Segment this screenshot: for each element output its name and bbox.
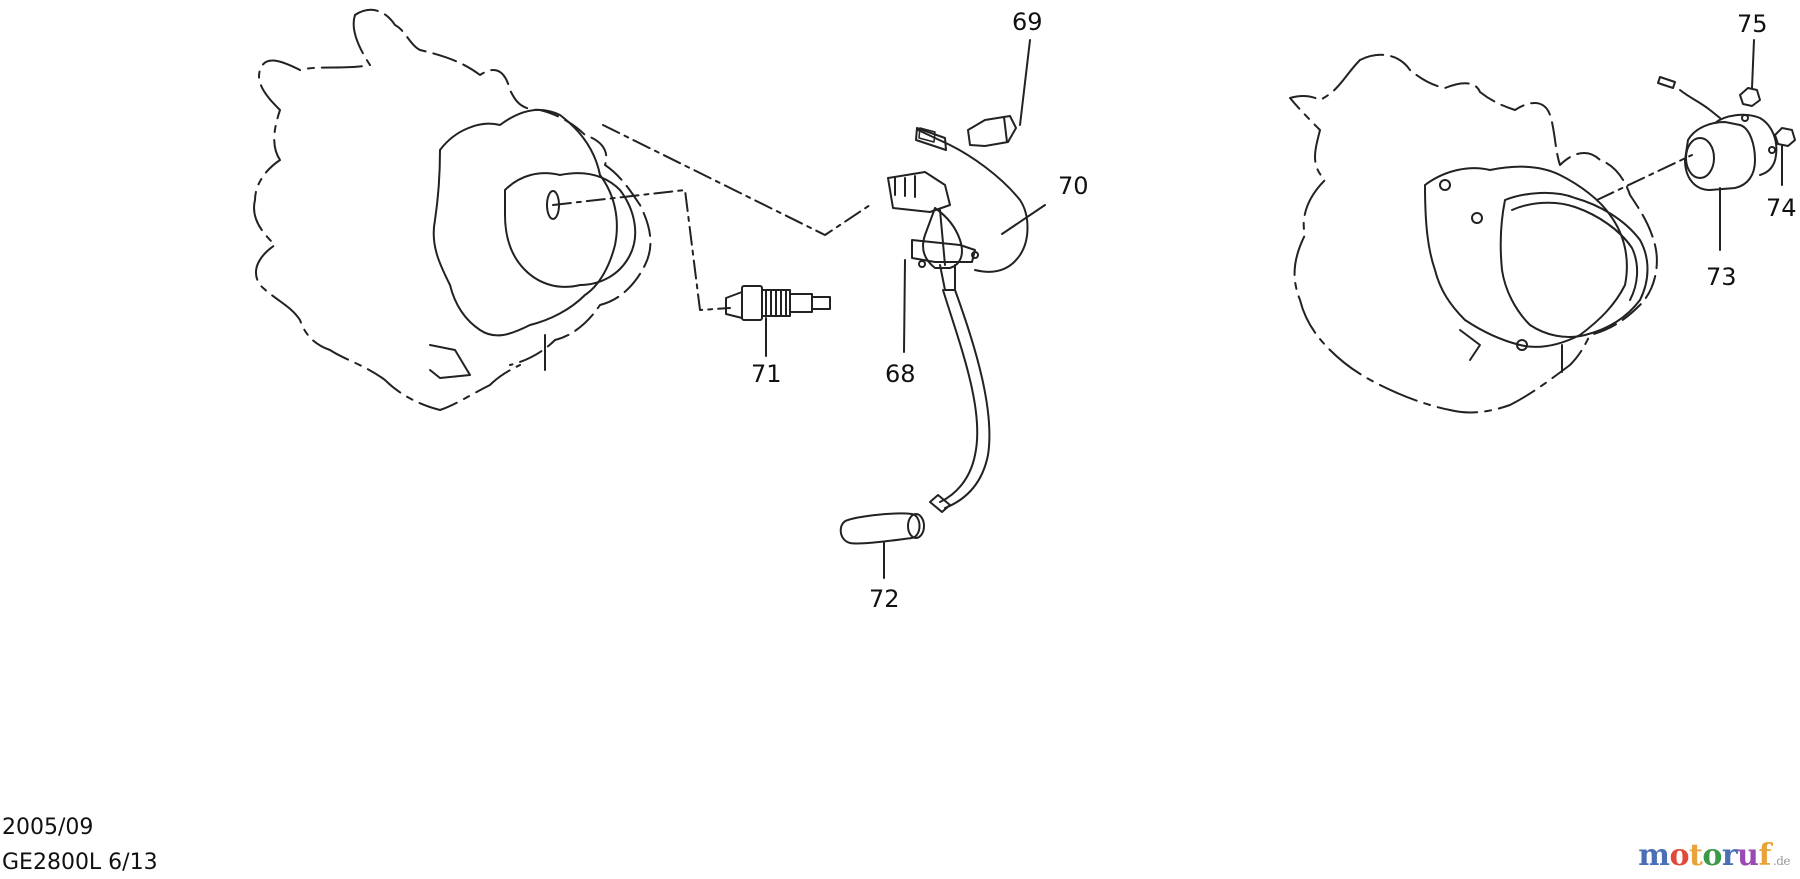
right-engine-outline — [1289, 53, 1658, 414]
part-label-68: 68 — [885, 360, 916, 388]
footer-date: 2005/09 — [2, 815, 94, 840]
logo-letter: t — [1688, 838, 1703, 873]
spark-plug — [725, 285, 831, 357]
part-label-75: 75 — [1737, 10, 1768, 38]
logo-letter: r — [1721, 838, 1738, 873]
left-engine-outline — [253, 8, 652, 411]
logo-letter: f — [1758, 838, 1771, 873]
leader-line-right — [1596, 154, 1693, 201]
spark-plug-cap — [839, 512, 925, 579]
motoruf-logo: motoruf.de — [1638, 838, 1790, 873]
part-label-73: 73 — [1706, 263, 1737, 291]
part-label-70: 70 — [1058, 172, 1089, 200]
footer-model: GE2800L 6/13 — [2, 850, 158, 875]
screw-75 — [1739, 39, 1761, 107]
logo-letter: o — [1702, 838, 1722, 873]
logo-letter: m — [1638, 838, 1670, 873]
logo-letter: u — [1737, 838, 1759, 873]
part-label-74: 74 — [1766, 194, 1797, 222]
coil-bolt — [918, 39, 1031, 147]
screw-74 — [1774, 127, 1796, 186]
stop-switch — [1657, 76, 1778, 251]
leader-lines-left — [552, 124, 871, 311]
stop-wire — [915, 127, 1046, 273]
part-label-69: 69 — [1012, 8, 1043, 36]
part-label-72: 72 — [869, 585, 900, 613]
logo-letter: o — [1669, 838, 1689, 873]
ignition-coil — [887, 171, 991, 513]
part-label-71: 71 — [751, 360, 782, 388]
logo-tld: .de — [1772, 854, 1791, 868]
